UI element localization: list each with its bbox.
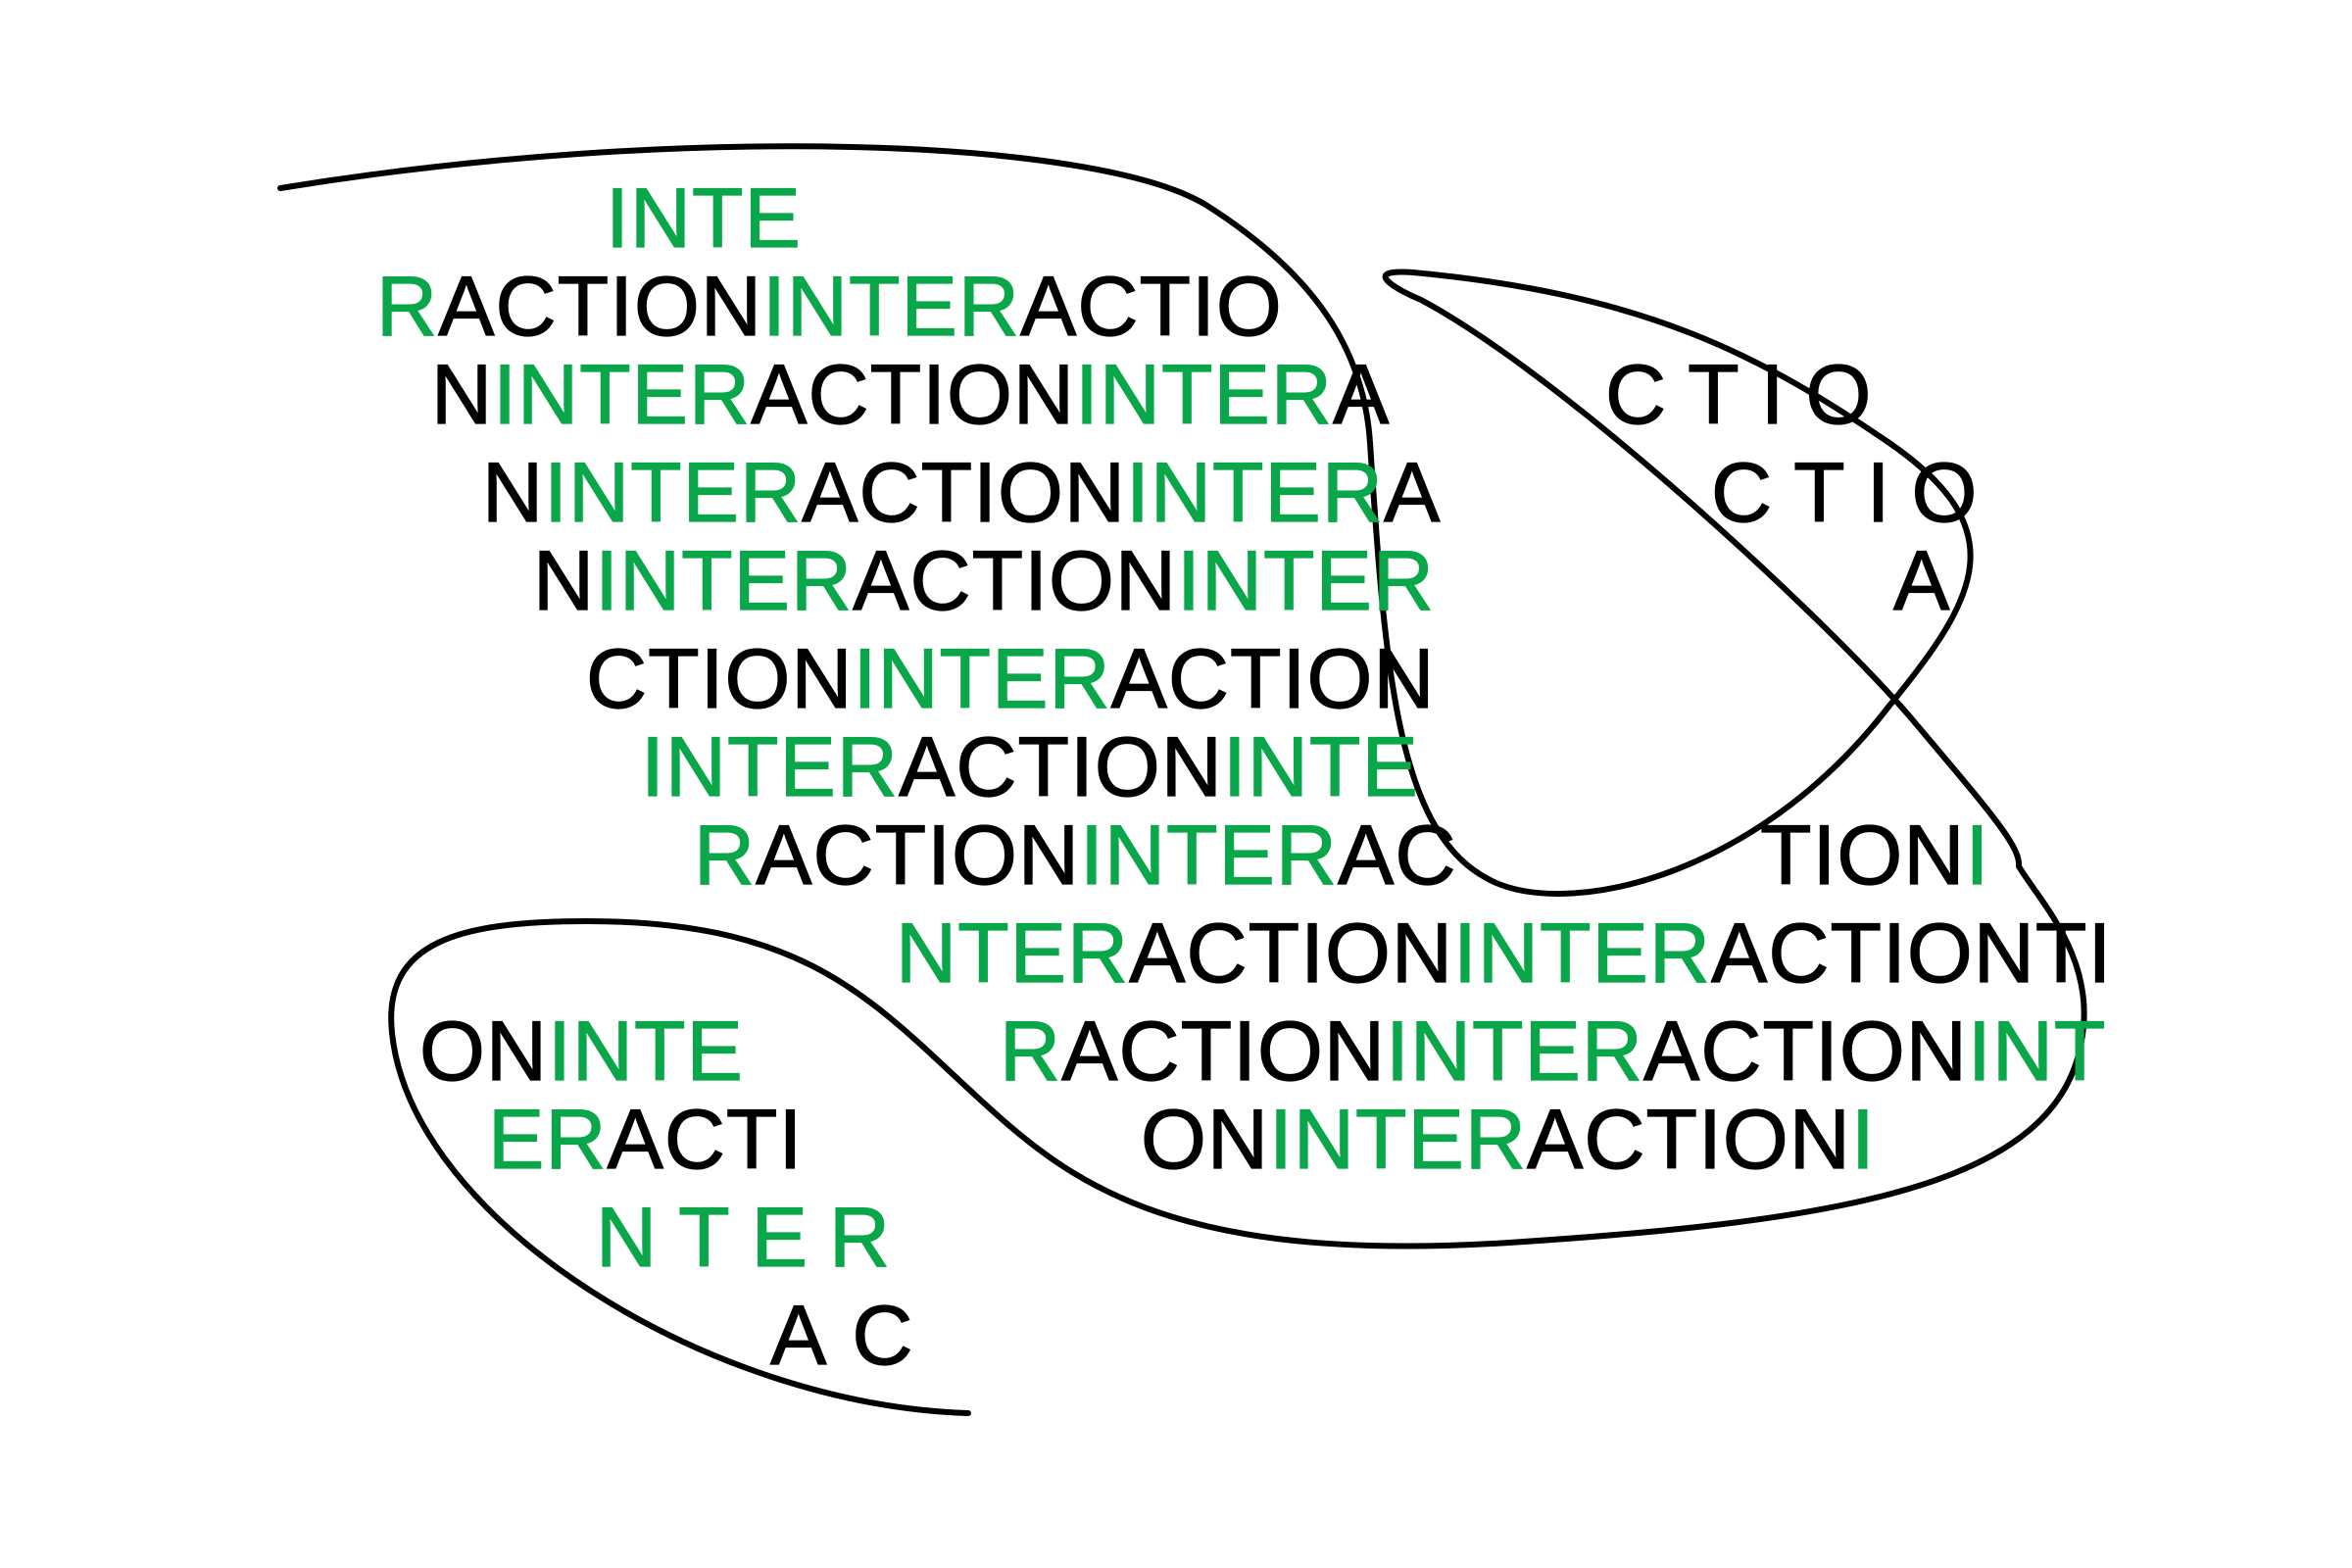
text-segment-green: INTER xyxy=(1268,1093,1527,1187)
text-segment-black: CTION xyxy=(585,632,854,726)
text-segment-green: INTE xyxy=(605,172,802,266)
text-segment-black: N xyxy=(481,446,545,540)
text-segment-black: A xyxy=(1892,534,1951,628)
text-segment-black: AC xyxy=(1337,808,1457,903)
text-segment-green: I xyxy=(1850,1093,1876,1187)
text-line-07: NINTERACTIONINTER xyxy=(532,538,1435,623)
text-segment-black: N xyxy=(430,348,494,442)
text-line-13: NTERACTIONINTERACTIONTI xyxy=(895,910,2112,996)
text-segment-black: AC xyxy=(769,1289,939,1383)
text-segment-green: INTER xyxy=(1074,348,1334,442)
text-line-16: ERACTI xyxy=(487,1097,803,1182)
text-segment-green: INTER xyxy=(1176,534,1436,628)
text-line-11: RACTIONINTERAC xyxy=(693,812,1456,898)
text-segment-green: INTER xyxy=(544,446,803,540)
text-line-15: RACTIONINTERACTIONINT xyxy=(999,1008,2106,1094)
text-segment-green: INT xyxy=(1967,1004,2107,1099)
text-segment-black: ACTION xyxy=(1061,1004,1387,1099)
text-segment-green: INTER xyxy=(640,720,899,814)
text-line-09: CTIONINTERACTION xyxy=(585,636,1435,721)
text-segment-green: INTER xyxy=(493,348,752,442)
text-segment-green: INTER xyxy=(1125,446,1385,540)
text-segment-green: I xyxy=(1965,808,1990,903)
text-segment-black: TION xyxy=(1759,808,1966,903)
text-segment-black: CTIO xyxy=(1604,348,1893,442)
text-segment-black: ACTI xyxy=(607,1093,804,1187)
text-line-03: NINTERACTIONINTERA xyxy=(430,352,1390,437)
text-line-06: CTIO xyxy=(1710,450,1998,535)
text-segment-black: ACTION xyxy=(438,260,763,354)
text-segment-green: R xyxy=(693,808,757,903)
text-line-18: NTER xyxy=(595,1195,911,1280)
text-segment-black: A xyxy=(1383,446,1442,540)
text-segment-black: ACTION xyxy=(1129,906,1454,1001)
text-line-14: ONINTE xyxy=(418,1008,744,1094)
text-segment-black: ACTION xyxy=(853,534,1178,628)
text-line-19: AC xyxy=(769,1293,938,1378)
text-segment-black: ACTION xyxy=(756,808,1081,903)
text-segment-green: INTE xyxy=(547,1004,744,1099)
text-segment-black: ACTION xyxy=(802,446,1127,540)
text-segment-green: NTER xyxy=(595,1191,912,1285)
text-segment-green: INTER xyxy=(1452,906,1712,1001)
text-segment-green: INTER xyxy=(595,534,854,628)
text-segment-green: INTER xyxy=(853,632,1111,726)
outline-curve-path xyxy=(277,143,2087,1416)
text-segment-black: ACTIONTI xyxy=(1710,906,2113,1001)
text-segment-black: CTIO xyxy=(1710,446,1999,540)
text-line-05: NINTERACTIONINTERA xyxy=(481,450,1441,535)
text-segment-black: ACTION xyxy=(1642,1004,1968,1099)
text-segment-black: ON xyxy=(1140,1093,1269,1187)
text-segment-green: INTER xyxy=(761,260,1021,354)
text-segment-black: ACTION xyxy=(1110,632,1436,726)
text-line-02: RACTIONINTERACTIO xyxy=(375,264,1283,349)
text-segment-green: INTER xyxy=(1385,1004,1644,1099)
text-segment-black: ACTION xyxy=(751,348,1076,442)
text-segment-black: ACTION xyxy=(1526,1093,1851,1187)
text-line-04: CTIO xyxy=(1604,352,1892,437)
text-segment-black: N xyxy=(532,534,596,628)
text-segment-green: NTER xyxy=(895,906,1130,1001)
text-segment-green: R xyxy=(999,1004,1062,1099)
text-segment-black: ACTION xyxy=(898,720,1223,814)
text-line-10: INTERACTIONINTE xyxy=(640,724,1419,809)
text-line-08: A xyxy=(1892,538,1950,623)
text-segment-black: ACTIO xyxy=(1019,260,1283,354)
text-segment-green: INTE xyxy=(1222,720,1419,814)
text-line-01: INTE xyxy=(605,175,802,261)
text-segment-green: INTER xyxy=(1079,808,1339,903)
text-segment-black: ON xyxy=(418,1004,548,1099)
text-line-12: TIONI xyxy=(1759,812,1989,898)
text-segment-green: ER xyxy=(487,1093,608,1187)
text-segment-green: R xyxy=(375,260,439,354)
text-line-17: ONINTERACTIONI xyxy=(1140,1097,1876,1182)
text-segment-black: A xyxy=(1332,348,1391,442)
